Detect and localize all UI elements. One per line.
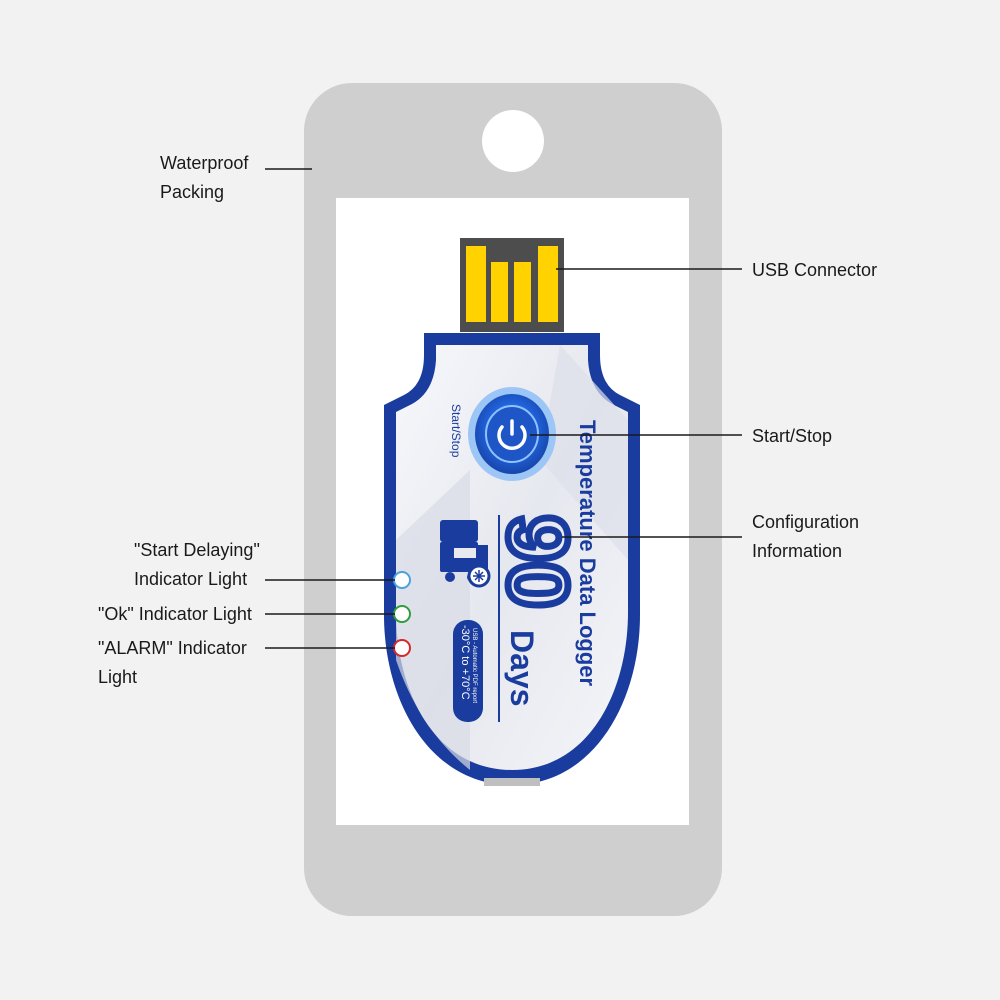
label-start-stop: Start/Stop	[752, 426, 833, 446]
device-body	[384, 333, 640, 786]
power-icon	[497, 419, 527, 451]
label-waterproof-packing: Waterproof Packing	[160, 153, 249, 202]
device-range: -30°C to +70°C	[459, 625, 471, 700]
device-big-number: 90	[491, 515, 585, 608]
label-ok-indicator: "Ok" Indicator Light	[98, 604, 252, 624]
device-button-label: Start/Stop	[449, 404, 463, 458]
device-days: Days	[504, 630, 540, 707]
leader-lines	[265, 168, 742, 649]
usb-connector	[460, 238, 564, 332]
snowflake-icon	[473, 570, 485, 582]
device-range-sub: USB - Automatic PDF report	[471, 628, 477, 703]
label-configuration-information: Configuration Information	[752, 512, 860, 561]
start-delay-led	[393, 571, 411, 589]
label-start-delaying: "Start Delaying" Indicator Light	[134, 540, 260, 589]
device-title: Temperature Data Logger	[575, 420, 600, 687]
start-stop-button[interactable]	[468, 387, 556, 481]
label-usb-connector: USB Connector	[752, 260, 878, 280]
range-pill	[453, 620, 483, 722]
ok-led	[393, 605, 411, 623]
truck-icon	[440, 520, 491, 588]
hang-hole	[482, 110, 544, 172]
alarm-led	[393, 639, 411, 657]
label-alarm-indicator: "ALARM" Indicator Light	[98, 638, 247, 687]
